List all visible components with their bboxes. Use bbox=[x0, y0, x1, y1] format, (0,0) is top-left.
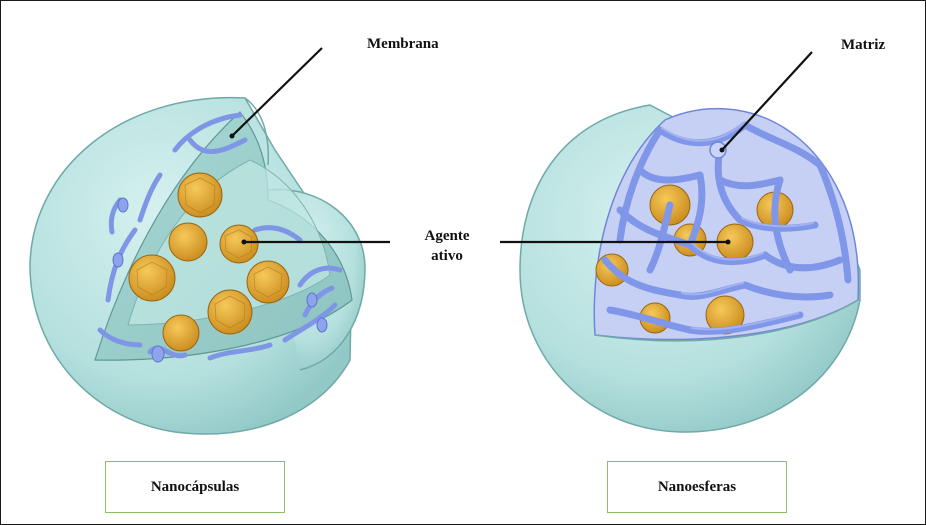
active-agent-label-line1: Agente bbox=[407, 226, 487, 246]
nanocapsules-caption: Nanocápsulas bbox=[151, 479, 239, 496]
nanosphere-illustration bbox=[520, 105, 860, 432]
membrane-leader-line bbox=[232, 48, 322, 136]
active-agent-label-line2: ativo bbox=[407, 246, 487, 266]
membrane-label: Membrana bbox=[367, 36, 439, 53]
drug-particle bbox=[163, 315, 199, 351]
drug-particle bbox=[208, 290, 252, 334]
nanospheres-caption: Nanoesferas bbox=[658, 479, 736, 496]
active-agent-label: Agente ativo bbox=[407, 226, 487, 266]
matrix-label: Matriz bbox=[841, 37, 885, 54]
nanocapsules-caption-box: Nanocápsulas bbox=[105, 461, 285, 513]
drug-particle bbox=[178, 173, 222, 217]
nanocapsule-illustration bbox=[30, 98, 365, 434]
nanospheres-caption-box: Nanoesferas bbox=[607, 461, 787, 513]
drug-particle bbox=[169, 223, 207, 261]
